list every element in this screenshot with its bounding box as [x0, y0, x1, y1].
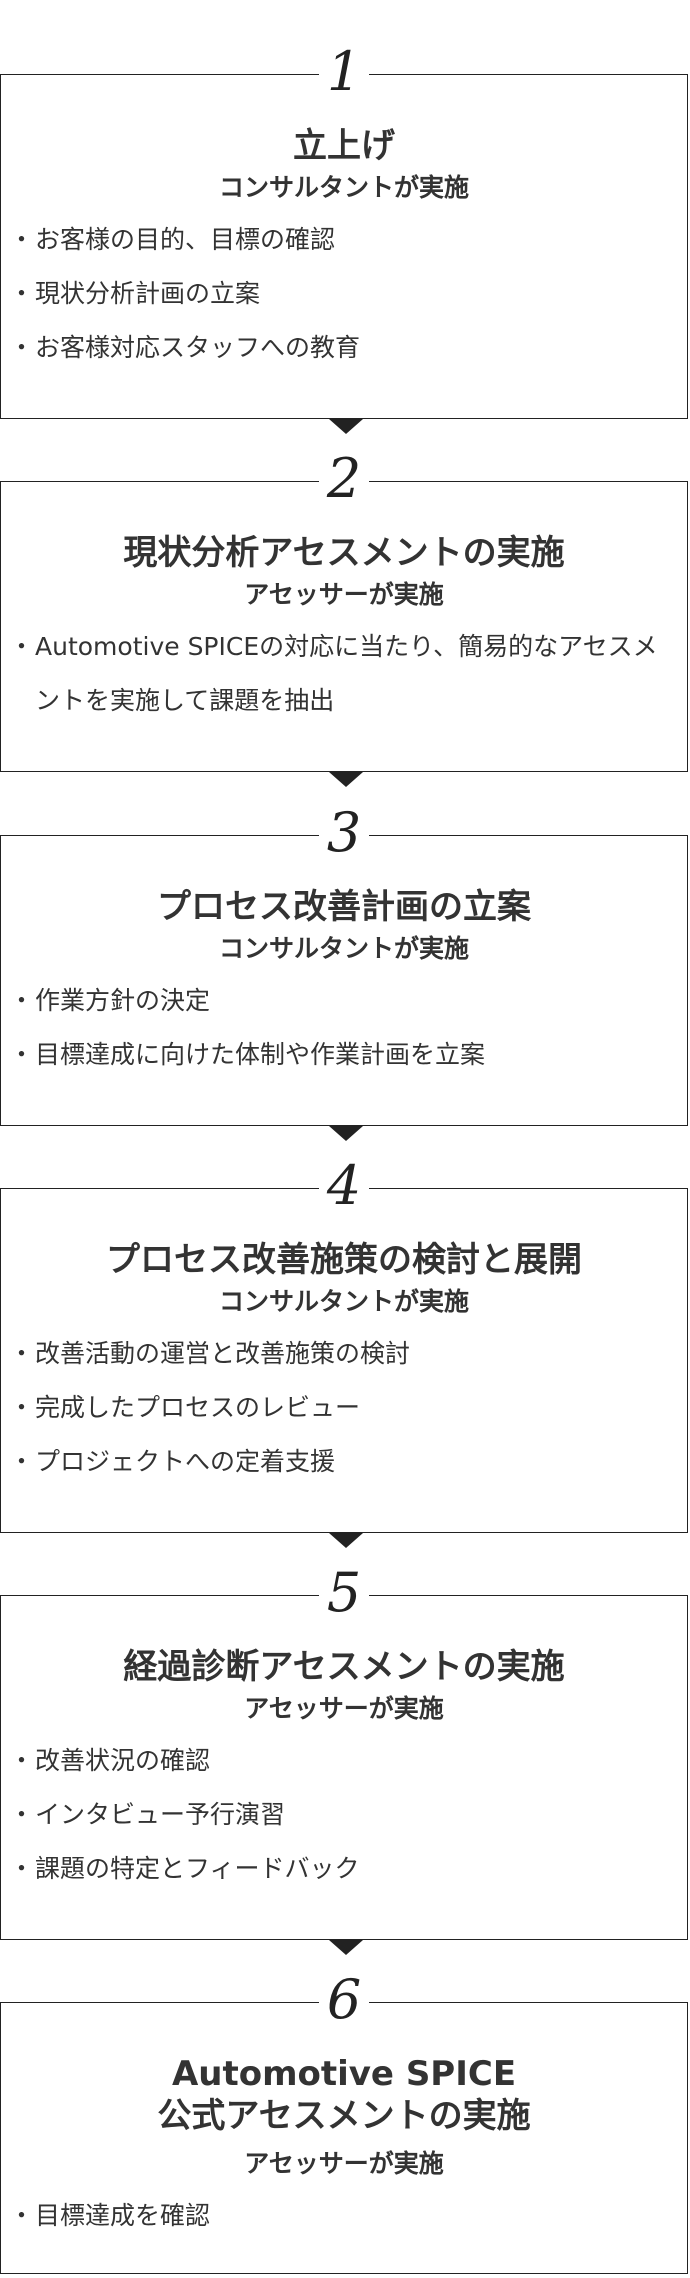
list-item: 目標達成に向けた体制や作業計画を立案 [9, 1028, 669, 1082]
list-item: お客様対応スタッフへの教育 [9, 321, 669, 375]
step-number: 1 [1, 45, 687, 99]
step-performer: アセッサーが実施 [244, 1694, 444, 1723]
flow-arrow-icon [329, 1940, 363, 1955]
list-item: プロジェクトへの定着支援 [9, 1435, 669, 1489]
list-item: インタビュー予行演習 [9, 1788, 669, 1842]
step-title: プロセス改善計画の立案 [157, 887, 531, 927]
step-items: お客様の目的、目標の確認 現状分析計画の立案 お客様対応スタッフへの教育 [1, 213, 687, 375]
step-title: Automotive SPICE 公式アセスメントの実施 [157, 2054, 531, 2136]
step-3-box: 3 プロセス改善計画の立案 コンサルタントが実施 作業方針の決定 目標達成に向け… [0, 806, 688, 1126]
list-item: お客様の目的、目標の確認 [9, 213, 669, 267]
list-item: 現状分析計画の立案 [9, 267, 669, 321]
step-title: 経過診断アセスメントの実施 [123, 1647, 565, 1687]
step-number: 3 [1, 806, 687, 860]
list-item: 完成したプロセスのレビュー [9, 1381, 669, 1435]
step-6-box: 6 Automotive SPICE 公式アセスメントの実施 アセッサーが実施 … [0, 1973, 688, 2274]
step-title: 現状分析アセスメントの実施 [123, 533, 565, 573]
step-performer: コンサルタントが実施 [218, 934, 469, 963]
step-number: 6 [1, 1973, 687, 2027]
list-item: 改善状況の確認 [9, 1734, 669, 1788]
flow-arrow-icon [329, 419, 363, 434]
flow-arrow-icon [329, 1533, 363, 1548]
step-performer: コンサルタントが実施 [218, 1287, 469, 1316]
list-item: Automotive SPICEの対応に当たり、簡易的なアセスメントを実施して課… [9, 620, 669, 728]
flow-arrow-icon [329, 772, 363, 787]
step-items: Automotive SPICEの対応に当たり、簡易的なアセスメントを実施して課… [1, 620, 687, 728]
list-item: 作業方針の決定 [9, 974, 669, 1028]
step-4-box: 4 プロセス改善施策の検討と展開 コンサルタントが実施 改善活動の運営と改善施策… [0, 1159, 688, 1533]
step-items: 改善状況の確認 インタビュー予行演習 課題の特定とフィードバック [1, 1734, 687, 1896]
step-title: 立上げ [293, 126, 395, 166]
step-performer: アセッサーが実施 [244, 2149, 444, 2178]
step-performer: アセッサーが実施 [244, 580, 444, 609]
step-number: 2 [1, 452, 687, 506]
step-number: 4 [1, 1159, 687, 1213]
list-item: 目標達成を確認 [9, 2189, 669, 2243]
step-5-box: 5 経過診断アセスメントの実施 アセッサーが実施 改善状況の確認 インタビュー予… [0, 1566, 688, 1940]
step-items: 目標達成を確認 [1, 2189, 687, 2243]
step-items: 作業方針の決定 目標達成に向けた体制や作業計画を立案 [1, 974, 687, 1082]
list-item: 改善活動の運営と改善施策の検討 [9, 1327, 669, 1381]
flow-arrow-icon [329, 1126, 363, 1141]
step-1-box: 1 立上げ コンサルタントが実施 お客様の目的、目標の確認 現状分析計画の立案 … [0, 45, 688, 419]
step-2-box: 2 現状分析アセスメントの実施 アセッサーが実施 Automotive SPIC… [0, 452, 688, 772]
list-item: 課題の特定とフィードバック [9, 1842, 669, 1896]
step-number: 5 [1, 1566, 687, 1620]
step-title: プロセス改善施策の検討と展開 [106, 1240, 582, 1280]
step-items: 改善活動の運営と改善施策の検討 完成したプロセスのレビュー プロジェクトへの定着… [1, 1327, 687, 1489]
step-performer: コンサルタントが実施 [218, 173, 469, 202]
